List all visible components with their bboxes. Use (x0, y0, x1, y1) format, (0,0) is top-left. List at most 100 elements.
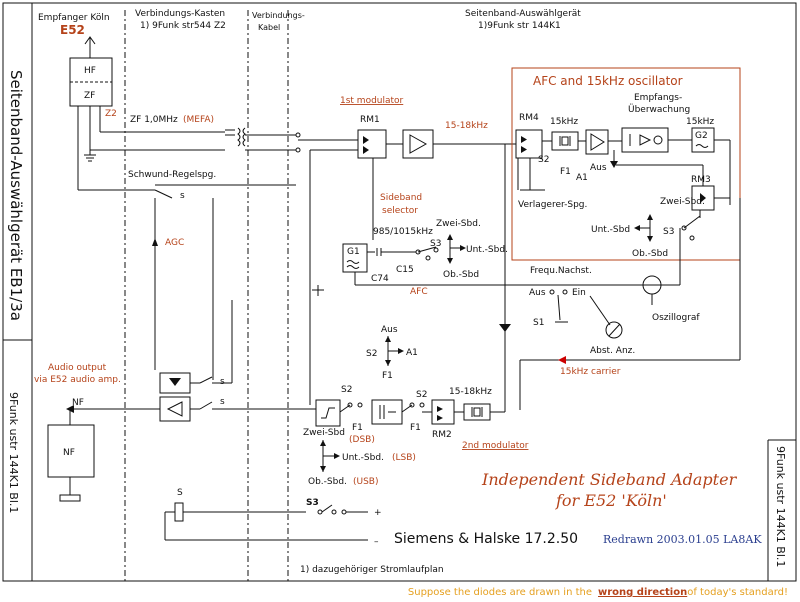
afc-zwei-label: Zwei-Sbd. (660, 197, 705, 207)
antenna-arrow-icon (84, 36, 96, 45)
s2-a1-label: A1 (406, 348, 418, 358)
c74-label: C74 (371, 274, 389, 284)
main-title: Independent Sideband Adapter (481, 470, 738, 489)
afc-a1-label: A1 (576, 173, 588, 183)
schematic-diagram: Seitenband-Auswählgerät EB1/3a 9Funk ust… (2, 2, 797, 582)
second-band-label: 15-18kHz (449, 387, 492, 397)
usb-label: (USB) (353, 477, 379, 487)
s2-f1-label: F1 (382, 371, 393, 381)
receiver-model: E52 (60, 23, 85, 37)
afc-freq-1: 15kHz (550, 117, 578, 127)
lsb-label: (LSB) (392, 453, 416, 463)
s2-a-label: S2 (341, 385, 352, 395)
maker-label: Siemens & Halske 17.2.50 (394, 531, 578, 547)
second-modulator-title: 2nd modulator (462, 441, 529, 451)
frequ-nachst-label: Frequ.Nachst. (530, 266, 592, 276)
sideband-selector-subtitle: selector (382, 206, 418, 216)
agc-arrow-icon (152, 238, 158, 246)
afc-box-title: AFC and 15kHz oscillator (533, 74, 683, 88)
junction-box-title: Verbindungs-Kasten (135, 9, 225, 19)
power-plus: + (374, 508, 382, 518)
afc-oscillator-group (511, 67, 741, 261)
rm2-modulator (431, 399, 455, 425)
ueberwachung-label: Überwachung (628, 104, 690, 115)
audio-output-title: Audio output (48, 363, 107, 373)
selector-frequency: 985/1015kHz (373, 227, 433, 237)
first-modulator-title: 1st modulator (340, 96, 404, 106)
oszillograf-label: Oszillograf (652, 313, 700, 323)
monitor-detector (621, 127, 669, 153)
afc-unt-label: Unt.-Sbd (591, 225, 630, 235)
selector-unit-ref: 1)9Funk str 144K1 (478, 21, 561, 31)
cable-title-2: Kabel (258, 23, 280, 32)
second-ob-label: Ob.-Sbd. (308, 477, 347, 487)
mefa-label: (MEFA) (183, 115, 214, 125)
selector-unit-title: Seitenband-Auswählgerät (465, 9, 581, 19)
agc-label: AGC (165, 238, 184, 248)
g1-label: G1 (347, 247, 360, 257)
second-zwei-label: Zwei-Sbd (303, 428, 345, 438)
carrier-label: 15kHz carrier (560, 367, 621, 377)
rm4-label: RM4 (519, 113, 539, 123)
ground-icon (84, 154, 96, 162)
z2-label: Z2 (105, 109, 117, 119)
afc-ob-label: Ob.-Sbd (632, 249, 668, 259)
second-f1b-label: F1 (410, 423, 421, 433)
audio-switch-s2: s (220, 397, 225, 407)
footer-before: Suppose the diodes are drawn in the (407, 587, 592, 598)
afc-f1-label: F1 (560, 167, 571, 177)
power-switch-s (174, 502, 184, 522)
c15-label: C15 (396, 265, 414, 275)
second-f1a-label: F1 (352, 423, 363, 433)
verlagerer-label: Verlagerer-Spg. (518, 200, 587, 210)
rm3-label: RM3 (691, 175, 711, 185)
redrawn-label: Redrawn 2003.01.05 LA8AK (603, 533, 762, 546)
detector-icon (169, 378, 181, 386)
main-subtitle: for E52 'Köln' (555, 491, 667, 510)
afc-freq-2: 15kHz (686, 117, 714, 127)
g2-label: G2 (695, 131, 708, 141)
footer-after: of today's standard! (687, 587, 788, 598)
right-sheet-label: 9Funk ustr 144K1 Bl.1 (774, 446, 787, 567)
selector-ob-label: Ob.-Sbd (443, 270, 479, 280)
empfangs-label: Empfangs- (634, 93, 682, 103)
monitor-ein-label: Ein (572, 288, 586, 298)
s2-b-label: S2 (416, 390, 427, 400)
afc-label: AFC (410, 287, 428, 297)
monitor-s1-label: S1 (533, 318, 544, 328)
agc-switch-s: s (180, 191, 185, 201)
agc-voltage-label: Schwund-Regelspg. (128, 170, 216, 180)
rm1-label: RM1 (360, 115, 380, 125)
afc-s3-label: S3 (663, 227, 674, 237)
selector-unt-label: Unt.-Sbd. (466, 245, 508, 255)
selector-s3-label: S3 (430, 239, 441, 249)
zf-frequency: ZF 1,0MHz (130, 115, 178, 125)
footnote-label: 1) dazugehöriger Stromlaufplan (300, 565, 444, 575)
bandpass-filter (371, 399, 403, 425)
second-unt-label: Unt.-Sbd. (342, 453, 384, 463)
power-minus: – (374, 537, 379, 547)
transformer-icon (237, 127, 241, 147)
s2-aus-label: Aus (381, 325, 398, 335)
left-unit-label: Seitenband-Auswählgerät EB1/3a (7, 70, 25, 321)
afc-s2-label: S2 (538, 155, 549, 165)
amplifier-icon (166, 401, 183, 417)
audio-amplifier-box (159, 396, 191, 422)
speaker-icon (59, 494, 81, 502)
receiver-title: Empfanger Köln (38, 13, 110, 23)
footer-note: Suppose the diodes are drawn in the wron… (0, 584, 800, 602)
monitor-aus-label: Aus (529, 288, 546, 298)
carrier-arrow-icon (558, 356, 566, 364)
abst-anz-label: Abst. Anz. (590, 346, 635, 356)
audio-output-subtitle: via E52 audio amp. (34, 375, 121, 385)
wrong-direction-link[interactable]: wrong direction (598, 587, 688, 598)
junction-box-ref: 1) 9Funk str544 Z2 (140, 21, 226, 31)
nf-amplifier-box (47, 424, 95, 478)
sideband-selector-title: Sideband (380, 193, 422, 203)
afc-aus-label: Aus (590, 163, 607, 173)
rm1-modulator (357, 129, 387, 159)
left-sheet-label: 9Funk ustr 144K1 Bl.1 (7, 392, 20, 513)
outer-frame (2, 2, 797, 582)
power-s-label: S (177, 488, 183, 498)
